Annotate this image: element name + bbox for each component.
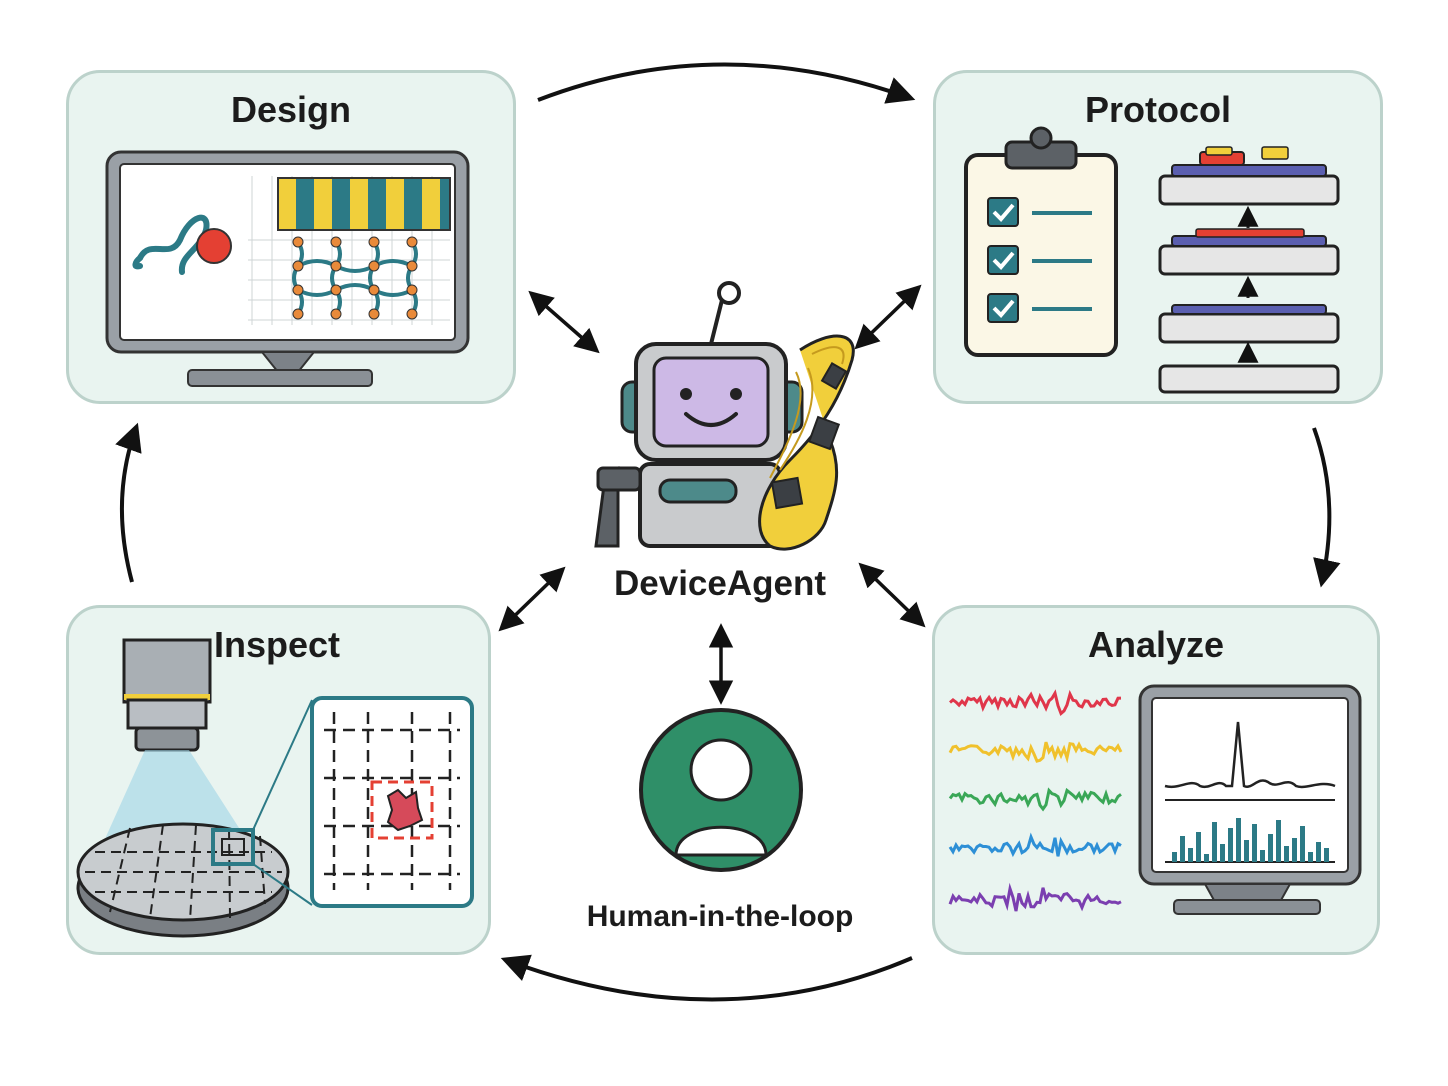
spectrum-bar: [1204, 854, 1209, 862]
microscope-icon: [100, 638, 250, 850]
arrow-analyze-to-inspect: [500, 954, 913, 1002]
spectrum-bar: [1324, 848, 1329, 862]
wafer-icon: [76, 696, 474, 938]
arrow-design-to-protocol: [537, 62, 916, 104]
arrow-design-agent: [528, 290, 600, 354]
signal-waveform-icon: [948, 689, 1123, 912]
spectrum-bar: [1284, 846, 1289, 862]
spectrum-bar: [1188, 848, 1193, 862]
spectrum-bar: [1236, 818, 1241, 862]
spectrum-bar: [1300, 826, 1305, 862]
spectrum-bar: [1172, 852, 1177, 862]
arrow-inspect-agent: [498, 566, 566, 632]
cycle-arrows: [115, 62, 1341, 1002]
spectrum-bar: [1244, 840, 1249, 862]
spectrum-bar: [1276, 820, 1281, 862]
spectrum-bar: [1260, 850, 1265, 862]
spectrum-bar: [1196, 832, 1201, 862]
spectrum-bar: [1308, 852, 1313, 862]
protocol-title: Protocol: [1084, 89, 1231, 130]
arrow-protocol-to-analyze: [1312, 427, 1341, 588]
human-in-the-loop-label: Human-in-the-loop: [586, 900, 854, 933]
analyze-title: Analyze: [1087, 624, 1225, 665]
monitor-icon: [105, 150, 470, 387]
spectrum-bar: [1292, 838, 1297, 862]
human-avatar-icon: [639, 708, 803, 872]
spectrum-bar: [1212, 822, 1217, 862]
link-arrows: [498, 284, 926, 705]
spectrum-bar: [1228, 828, 1233, 862]
spectrum-bar: [1316, 842, 1321, 862]
clipboard-checklist-icon: [964, 126, 1118, 357]
inspect-title: Inspect: [213, 624, 341, 665]
arrow-inspect-to-design: [115, 422, 142, 583]
spectrum-bar: [1252, 824, 1257, 862]
flexible-circuit-icon: [758, 334, 855, 551]
layer-stack-icon: [1158, 146, 1340, 394]
arrow-protocol-agent: [854, 284, 922, 350]
spectrum-monitor-icon: [1138, 684, 1362, 915]
robot-icon: [594, 281, 804, 548]
arrow-analyze-agent: [858, 562, 926, 628]
design-title: Design: [230, 89, 352, 130]
spectrum-bar: [1220, 844, 1225, 862]
deviceagent-label: DeviceAgent: [613, 564, 827, 603]
spectrum-bar: [1180, 836, 1185, 862]
spectrum-bar: [1268, 834, 1273, 862]
